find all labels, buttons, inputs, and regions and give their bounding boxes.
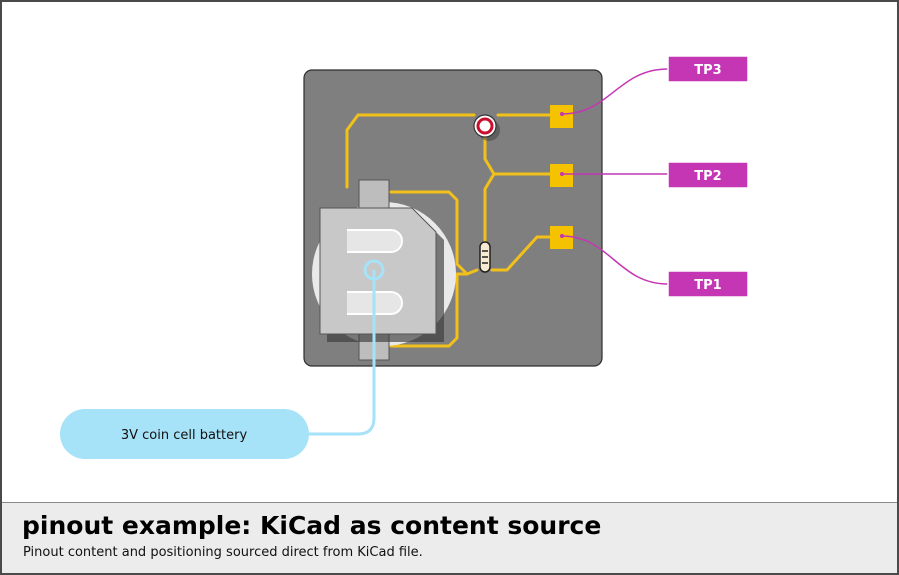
tp1-label: TP1 xyxy=(667,270,749,298)
battery-holder-body xyxy=(319,207,437,335)
test-point-markers xyxy=(560,112,564,238)
tp1-leader xyxy=(561,235,669,285)
tp3-pad xyxy=(550,105,573,128)
trace-resistor-to-tp1 xyxy=(490,235,552,272)
tp3-label-text: TP3 xyxy=(694,63,721,78)
battery-leader xyxy=(307,270,376,436)
trace-led-to-tp2 xyxy=(483,136,552,176)
battery-label-box xyxy=(60,409,309,459)
tp3-label-box xyxy=(667,55,749,83)
copper-traces xyxy=(345,113,552,348)
test-point-leaders xyxy=(561,68,669,285)
trace-battery-lower xyxy=(389,272,469,348)
pinout-diagram: TP3 TP2 TP1 3V coin cell battery xyxy=(60,55,749,459)
trace-led-to-battery xyxy=(345,113,476,189)
trace-tp2-to-resistor xyxy=(483,172,496,244)
tp1-marker xyxy=(560,234,564,238)
battery-marker xyxy=(363,259,385,281)
footer: pinout example: KiCad as content source … xyxy=(2,502,897,573)
battery-slot-upper xyxy=(347,229,403,253)
resistor xyxy=(479,241,491,273)
page-title: pinout example: KiCad as content source xyxy=(22,511,602,540)
tp2-label: TP2 xyxy=(667,161,749,189)
led xyxy=(473,114,500,141)
tp3-label: TP3 xyxy=(667,55,749,83)
tp2-marker xyxy=(560,172,564,176)
tp3-leader xyxy=(561,68,669,115)
trace-battery-upper xyxy=(389,190,479,276)
page-subtitle: Pinout content and positioning sourced d… xyxy=(23,545,423,560)
tp1-label-box xyxy=(667,270,749,298)
tp3-marker xyxy=(560,112,564,116)
battery-label-text: 3V coin cell battery xyxy=(121,428,248,443)
battery-label: 3V coin cell battery xyxy=(60,409,309,459)
tp2-label-box xyxy=(667,161,749,189)
tp2-label-text: TP2 xyxy=(694,169,721,184)
tp1-label-text: TP1 xyxy=(694,278,721,293)
led-ring xyxy=(476,117,494,135)
